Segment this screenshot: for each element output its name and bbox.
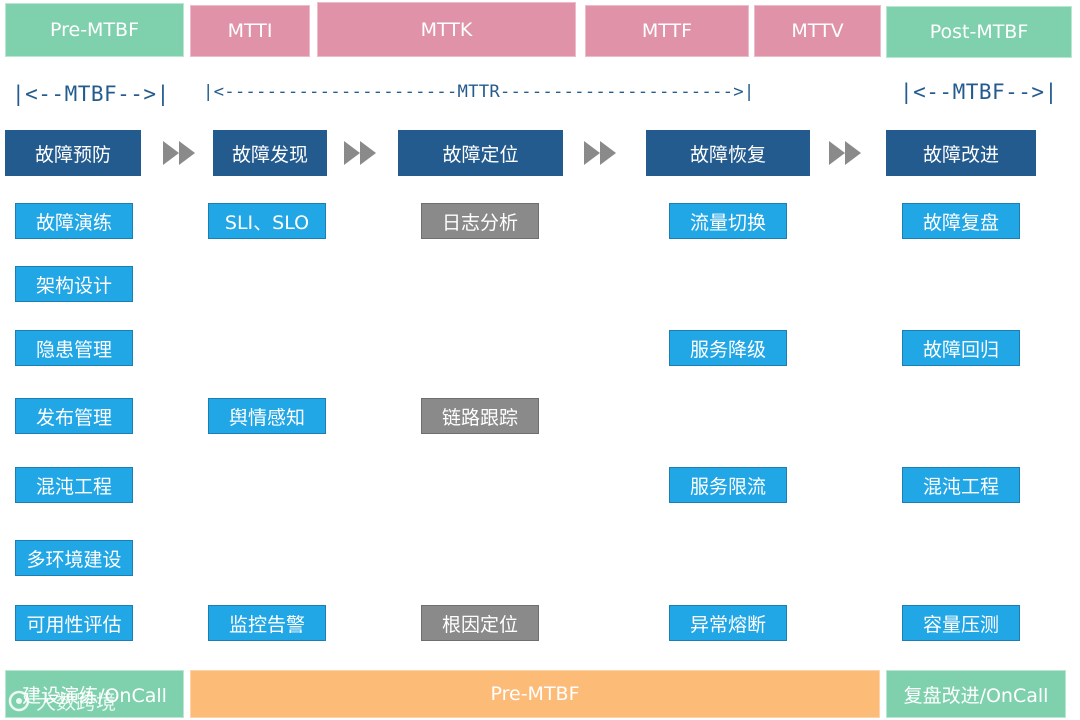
watermark-logo-icon bbox=[8, 690, 30, 711]
watermark-text: 大数跨境 bbox=[36, 690, 116, 714]
phase-prevention: 故障预防 bbox=[5, 130, 141, 176]
item-rate-limit: 服务限流 bbox=[669, 467, 787, 503]
item-service-degrade: 服务降级 bbox=[669, 330, 787, 366]
top-mttv: MTTV bbox=[754, 5, 881, 57]
item-chaos-engineering-2: 混沌工程 bbox=[902, 467, 1020, 503]
item-fault-drill: 故障演练 bbox=[15, 203, 133, 239]
top-post-mtbf: Post-MTBF bbox=[886, 6, 1072, 58]
item-fault-review: 故障复盘 bbox=[902, 203, 1020, 239]
bottom-review-improve-oncall: 复盘改进/OnCall bbox=[886, 670, 1066, 718]
item-availability-assessment: 可用性评估 bbox=[15, 605, 133, 641]
item-chaos-engineering: 混沌工程 bbox=[15, 467, 133, 503]
item-root-cause: 根因定位 bbox=[421, 605, 539, 641]
phase-discovery: 故障发现 bbox=[213, 130, 327, 176]
item-public-sentiment: 舆情感知 bbox=[208, 398, 326, 434]
phase-location: 故障定位 bbox=[398, 130, 563, 176]
bottom-pre-mtbf: Pre-MTBF bbox=[190, 670, 880, 718]
item-multi-env-build: 多环境建设 bbox=[15, 540, 133, 576]
top-mttk: MTTK bbox=[317, 2, 576, 57]
item-monitoring-alerts: 监控告警 bbox=[208, 605, 326, 641]
item-capacity-test: 容量压测 bbox=[902, 605, 1020, 641]
bottom-build-drill-oncall: 建设演练/OnCall bbox=[5, 670, 184, 718]
double-arrow-icon bbox=[829, 141, 861, 165]
span-mttr: |<----------------------MTTR------------… bbox=[203, 82, 755, 102]
item-sli-slo: SLI、SLO bbox=[208, 203, 326, 239]
double-arrow-icon bbox=[163, 141, 195, 165]
top-mtti: MTTI bbox=[190, 5, 310, 57]
phase-recovery: 故障恢复 bbox=[646, 130, 810, 176]
watermark: 大数跨境 bbox=[8, 686, 116, 715]
span-mtbf-right: |<--MTBF-->| bbox=[900, 80, 1058, 104]
item-hazard-management: 隐患管理 bbox=[15, 330, 133, 366]
item-fault-regression: 故障回归 bbox=[902, 330, 1020, 366]
top-mttf: MTTF bbox=[585, 5, 749, 57]
item-trace-tracking: 链路跟踪 bbox=[421, 398, 539, 434]
item-architecture-design: 架构设计 bbox=[15, 266, 133, 302]
item-log-analysis: 日志分析 bbox=[421, 203, 539, 239]
item-traffic-switch: 流量切换 bbox=[669, 203, 787, 239]
double-arrow-icon bbox=[344, 141, 376, 165]
phase-improvement: 故障改进 bbox=[886, 130, 1036, 176]
double-arrow-icon bbox=[584, 141, 616, 165]
item-circuit-breaker: 异常熔断 bbox=[669, 605, 787, 641]
top-pre-mtbf: Pre-MTBF bbox=[5, 3, 184, 57]
item-release-management: 发布管理 bbox=[15, 398, 133, 434]
span-mtbf-left: |<--MTBF-->| bbox=[12, 82, 170, 106]
